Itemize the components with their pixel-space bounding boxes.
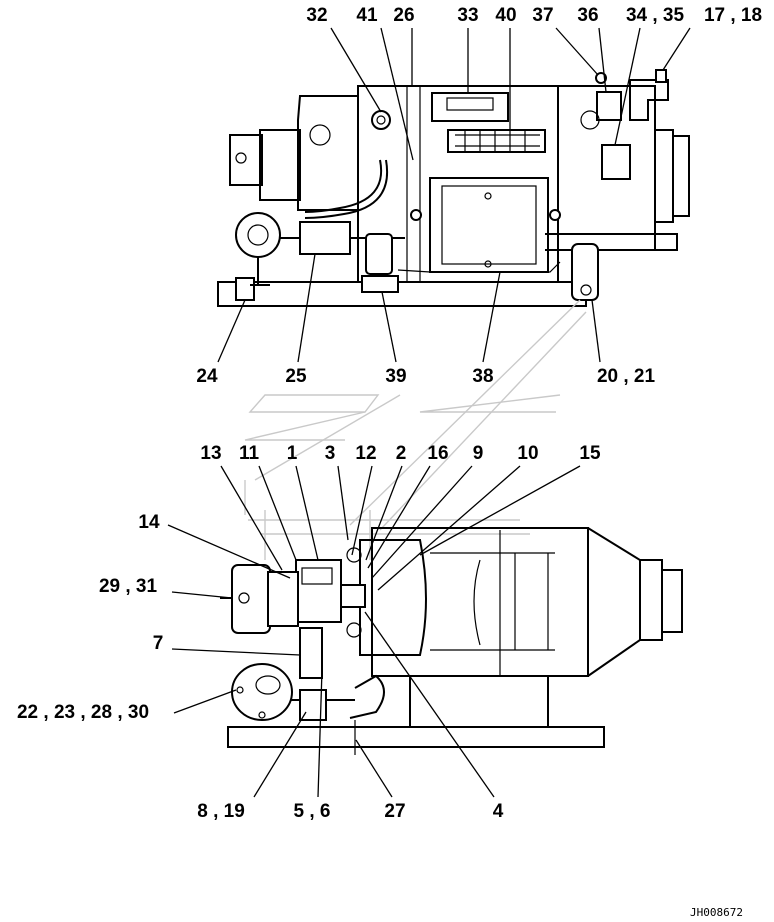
- motor-29: [231, 564, 271, 634]
- sight-glass: [309, 124, 331, 146]
- callout-label-32: 32: [306, 5, 327, 26]
- top-assembly: [217, 69, 690, 307]
- coupling: [340, 584, 366, 608]
- callout-label-39: 39: [385, 366, 406, 387]
- callout-label-13: 13: [200, 443, 221, 464]
- callout-labels-top: 32 41 26 33 40 37 36 34 , 35 17 , 18 24 25 39 38 20 ,…: [196, 5, 762, 387]
- callout-label-14: 14: [138, 512, 160, 533]
- filter-25: [299, 221, 351, 255]
- housing-side: [259, 129, 301, 201]
- callout-label-5-6: 5 , 6: [294, 801, 331, 822]
- callout-label-22-30: 22 , 23 , 28 , 30: [17, 702, 149, 723]
- filter-20: [571, 243, 599, 301]
- pipe-27: [349, 674, 385, 719]
- callout-label-4: 4: [493, 801, 504, 822]
- cone-section: [520, 527, 641, 677]
- fitting-37: [595, 72, 607, 84]
- terminal-strip-40: [447, 129, 546, 153]
- callout-label-9: 9: [473, 443, 484, 464]
- callout-label-38: 38: [472, 366, 493, 387]
- callout-label-3: 3: [325, 443, 336, 464]
- valve-32: [371, 110, 391, 130]
- bottom-frame: [371, 527, 589, 677]
- bottom-assembly: [220, 527, 683, 755]
- callout-label-27: 27: [384, 801, 405, 822]
- callout-label-20-21: 20 , 21: [597, 366, 656, 387]
- pump-block-1: [295, 559, 342, 623]
- callout-label-34-35: 34 , 35: [626, 5, 685, 26]
- part-36: [596, 91, 622, 121]
- bottom-leaders: [167, 465, 581, 798]
- hose: [304, 159, 383, 213]
- part-34: [601, 144, 631, 180]
- callout-label-11: 11: [239, 443, 260, 464]
- callout-label-10: 10: [517, 443, 538, 464]
- motor-flange: [267, 571, 299, 627]
- part-5: [299, 627, 323, 679]
- callout-label-12: 12: [355, 443, 376, 464]
- drawing-code: JH008672: [690, 906, 743, 919]
- pipe-right: [545, 233, 678, 251]
- part-33: [431, 92, 509, 122]
- callout-label-40: 40: [495, 5, 516, 26]
- motor-bolt: [235, 152, 247, 164]
- top-base-frame: [217, 281, 587, 307]
- callout-label-1: 1: [287, 443, 298, 464]
- motor-block: [229, 134, 263, 186]
- filter-39-base: [361, 275, 399, 293]
- callout-label-7: 7: [153, 633, 164, 654]
- pump-24: [235, 212, 281, 258]
- callout-label-37: 37: [532, 5, 553, 26]
- callout-label-33: 33: [457, 5, 478, 26]
- callout-label-36: 36: [577, 5, 598, 26]
- bottom-base: [227, 726, 605, 748]
- callout-label-2: 2: [396, 443, 407, 464]
- tank-divider: [406, 86, 421, 282]
- elbow-17: [629, 79, 669, 121]
- pump-elbow: [235, 277, 255, 301]
- fitting-18: [655, 69, 667, 83]
- callout-label-8-19: 8 , 19: [197, 801, 245, 822]
- outlet-flange: [654, 129, 674, 223]
- callout-label-24: 24: [196, 366, 218, 387]
- filter-39: [365, 233, 393, 275]
- projection-ghost-lines: [244, 299, 587, 560]
- callout-label-26: 26: [393, 5, 414, 26]
- housing: [297, 95, 359, 211]
- top-leaders: [217, 27, 691, 363]
- callout-label-16: 16: [427, 443, 448, 464]
- callout-label-25: 25: [285, 366, 307, 387]
- bottom-outlet: [639, 559, 663, 641]
- callout-label-15: 15: [579, 443, 601, 464]
- vessel: [359, 539, 427, 656]
- callout-label-41: 41: [356, 5, 378, 26]
- callout-label-17-18: 17 , 18: [704, 5, 762, 26]
- callout-label-29-31: 29 , 31: [99, 576, 158, 597]
- control-box-38: [429, 177, 549, 273]
